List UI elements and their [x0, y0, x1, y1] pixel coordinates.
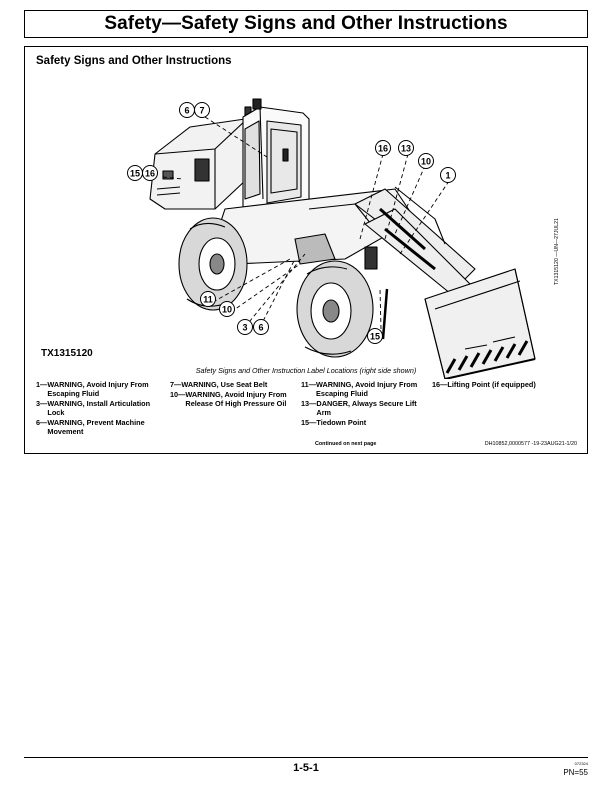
content-box: Safety Signs and Other Instructions: [24, 46, 588, 454]
page-title: Safety—Safety Signs and Other Instructio…: [104, 13, 508, 34]
legend-item: 13—DANGER, Always Secure Lift Arm: [301, 399, 417, 417]
callout-label: 6: [184, 106, 189, 116]
page-header: Safety—Safety Signs and Other Instructio…: [24, 10, 588, 38]
callout-label: 16: [145, 169, 155, 179]
doc-code: DH10852,0000577 -19-23AUG21-1/20: [484, 441, 577, 447]
legend-item: 1—WARNING, Avoid Injury From Escaping Fl…: [36, 380, 149, 398]
callout-label: 6: [258, 323, 263, 333]
figure-side-code: TX1315120 —UN—27JUL21: [554, 218, 560, 285]
legend-item: 6—WARNING, Prevent Machine Movement: [36, 418, 145, 436]
figure-id: TX1315120: [41, 348, 93, 359]
legend-item: 3—WARNING, Install Articulation Lock: [36, 399, 151, 417]
callouts: [127, 102, 456, 344]
loader-illustration: 6 7 15 16 16 13 10 1 11 10 3 6 15: [127, 98, 536, 379]
callout-label: 13: [401, 144, 411, 154]
continued-note: Continued on next page: [315, 441, 377, 447]
legend-column: 1—WARNING, Avoid Injury From Escaping Fl…: [36, 380, 164, 437]
callout-label: 7: [199, 106, 204, 116]
callout-label: 3: [242, 323, 247, 333]
callout-label: 16: [378, 144, 388, 154]
legend-column: 11—WARNING, Avoid Injury From Escaping F…: [301, 380, 426, 428]
legend-item: 15—Tiedown Point: [301, 418, 367, 427]
callout-label: 10: [222, 305, 232, 315]
legend-item: 16—Lifting Point (if equipped): [432, 380, 536, 389]
legend-item: 10—WARNING, Avoid Injury From Release Of…: [170, 390, 287, 408]
callout-label: 1: [445, 171, 450, 181]
callout-label: 10: [421, 157, 431, 167]
callout-label: 15: [370, 332, 380, 342]
legend-item: 11—WARNING, Avoid Injury From Escaping F…: [301, 380, 418, 398]
legend-column: 7—WARNING, Use Seat Belt 10—WARNING, Avo…: [170, 380, 296, 409]
legend-column: 16—Lifting Point (if equipped): [432, 380, 572, 390]
figure-caption: Safety Signs and Other Instruction Label…: [195, 366, 417, 375]
section-title: Safety Signs and Other Instructions: [36, 55, 232, 67]
callout-label: 11: [203, 295, 213, 305]
legend-item: 7—WARNING, Use Seat Belt: [170, 380, 268, 389]
callout-label: 15: [130, 169, 140, 179]
footer-rule: [24, 757, 588, 758]
page-number: 1-5-1: [293, 762, 319, 774]
pn-number: PN=55: [563, 768, 588, 777]
print-code: 072324: [574, 761, 588, 766]
